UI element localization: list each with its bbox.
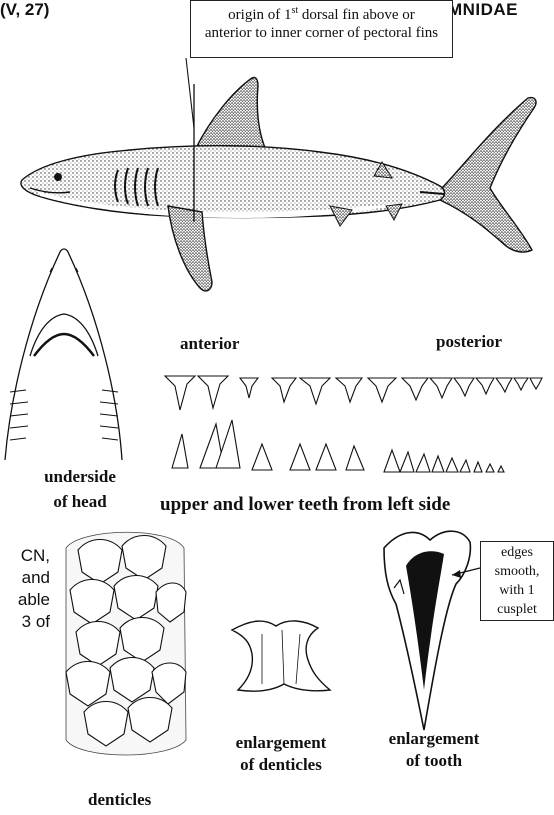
cropped-side-text: CN, and able 3 of (0, 545, 50, 633)
posterior-label: posterior (436, 332, 502, 352)
side-text-line1: CN, (0, 545, 50, 567)
underside-head-line2: of head (20, 489, 140, 514)
underside-head-line1: underside (20, 464, 140, 489)
enlarged-denticles-line2: of denticles (206, 754, 356, 776)
underside-head-illustration (5, 249, 122, 460)
lower-teeth-row (172, 420, 504, 472)
underside-head-caption: underside of head (20, 464, 140, 514)
anterior-label: anterior (180, 334, 239, 354)
shark-eye (54, 173, 62, 181)
enlarged-tooth-caption: enlargement of tooth (364, 728, 504, 772)
enlarged-tooth-line2: of tooth (364, 750, 504, 772)
edge-note-line2: smooth, (481, 562, 553, 581)
teeth-caption: upper and lower teeth from left side (160, 494, 450, 516)
side-text-line2: and (0, 567, 50, 589)
enlarged-tooth-line1: enlargement (364, 728, 504, 750)
shark-illustration (21, 77, 536, 290)
enlarged-denticle-illustration (232, 621, 330, 691)
enlarged-denticles-caption: enlargement of denticles (206, 732, 356, 776)
tooth-edge-note: edges smooth, with 1 cusplet (480, 541, 554, 621)
denticles-caption: denticles (88, 790, 151, 810)
edge-note-line1: edges (481, 543, 553, 562)
denticles-illustration (66, 532, 186, 755)
enlarged-denticles-line1: enlargement (206, 732, 356, 754)
side-text-line4: 3 of (0, 611, 50, 633)
anal-fin (386, 204, 402, 220)
caudal-fin (440, 98, 536, 252)
edge-note-line3: with 1 (481, 581, 553, 600)
upper-teeth-row (165, 376, 542, 410)
pectoral-fin (168, 206, 212, 291)
edge-note-line4: cusplet (481, 600, 553, 619)
enlarged-tooth-illustration (384, 531, 470, 730)
callout-pointer-line (186, 58, 194, 128)
first-dorsal-fin (196, 77, 266, 150)
side-text-line3: able (0, 589, 50, 611)
